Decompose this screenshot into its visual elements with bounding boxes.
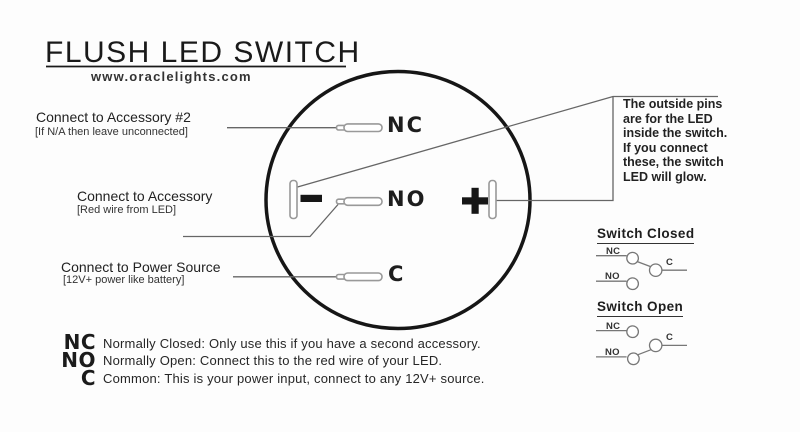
legend-desc-nc: Normally Closed: Only use this if you ha…	[103, 335, 481, 351]
pin-nc	[335, 123, 383, 133]
annotation-accessory-line1: Connect to Accessory	[77, 188, 213, 204]
open-nc-contact	[626, 325, 640, 339]
open-no-contact	[626, 352, 640, 366]
pin-c	[335, 272, 383, 282]
led-note-line: these, the switch	[623, 155, 724, 170]
led-minus-icon	[300, 194, 322, 202]
annotation-accessory2-line2: [If N/A then leave unconnected]	[35, 126, 188, 138]
pin-label-no: NO	[387, 187, 427, 211]
diagram-title: FLUSH LED SWITCH	[45, 36, 361, 69]
legend-desc-c: Common: This is your power input, connec…	[103, 370, 485, 386]
open-c-label: C	[666, 332, 674, 343]
led-pin-left	[289, 179, 298, 220]
led-note-line: If you connect	[623, 140, 708, 155]
website-url: www.oraclelights.com	[91, 69, 252, 84]
pin-nc-blade	[343, 123, 383, 133]
open-connection-bar	[637, 349, 652, 356]
pin-label-c: C	[388, 262, 406, 286]
annotation-accessory-line2: [Red wire from LED]	[77, 204, 177, 216]
closed-no-label: NO	[605, 270, 620, 282]
switch-open-title: Switch Open	[597, 300, 684, 317]
closed-c-label: C	[666, 256, 674, 268]
closed-c-contact	[648, 263, 663, 278]
pin-no	[335, 196, 383, 207]
closed-nc-label: NC	[606, 245, 621, 257]
annotation-power-line1: Connect to Power Source	[61, 259, 221, 275]
led-note-line: inside the switch.	[623, 126, 728, 141]
led-plus-icon	[462, 187, 488, 214]
closed-no-contact	[626, 277, 640, 291]
legend-term-c: C	[80, 365, 96, 390]
pin-c-blade	[343, 272, 383, 282]
led-note: The outside pins are for the LED inside …	[623, 97, 727, 185]
led-note-bracket	[496, 96, 614, 202]
led-note-line: LED will glow.	[623, 169, 707, 184]
annotation-accessory2-line1: Connect to Accessory #2	[36, 109, 191, 125]
schematic-switch-closed	[596, 251, 687, 291]
schematic-switch-open	[596, 325, 687, 366]
closed-nc-contact	[626, 251, 640, 265]
open-nc-label: NC	[606, 320, 621, 332]
legend-desc-no: Normally Open: Connect this to the red w…	[103, 353, 443, 368]
switch-closed-title: Switch Closed	[597, 227, 695, 244]
led-note-line: The outside pins	[623, 97, 723, 111]
open-no-label: NO	[605, 346, 620, 358]
pin-no-blade	[343, 196, 383, 207]
closed-connection-bar	[637, 260, 651, 268]
annotation-power-line2: [12V+ power like battery]	[63, 274, 185, 286]
pin-label-nc: NC	[387, 113, 424, 137]
leader-line-no	[183, 204, 339, 238]
legend-term-no: NO	[61, 348, 96, 372]
led-pin-right	[488, 179, 497, 220]
legend-term-nc: NC	[63, 330, 96, 354]
led-note-line: are for the LED	[623, 111, 713, 126]
open-c-contact	[648, 338, 663, 353]
